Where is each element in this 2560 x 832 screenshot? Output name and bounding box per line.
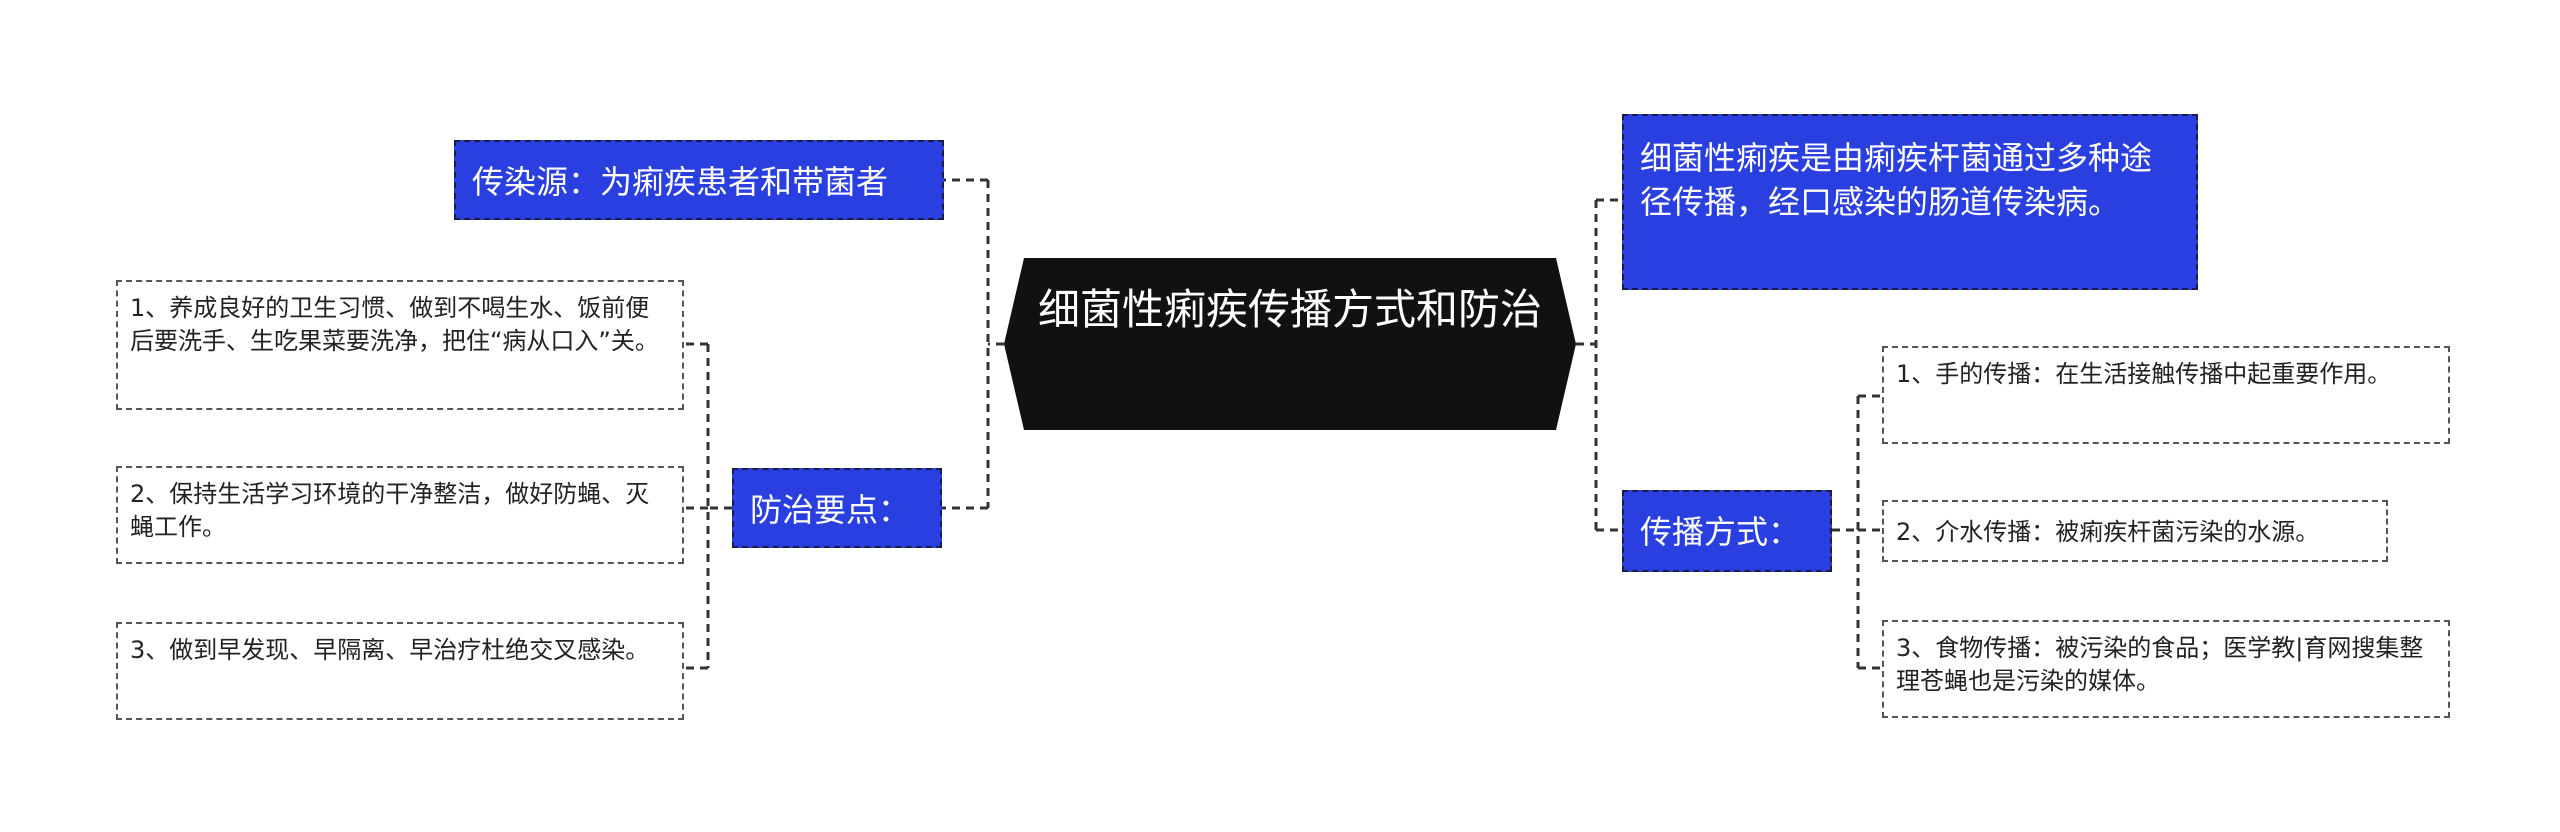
transmission-item-1: 1、手的传播：在生活接触传播中起重要作用。 xyxy=(1882,346,2450,444)
prevention-item-3: 3、做到早发现、早隔离、早治疗杜绝交叉感染。 xyxy=(116,622,684,720)
center-node-shape xyxy=(1004,258,1576,430)
transmission-node: 传播方式： xyxy=(1622,490,1832,572)
prevention-node: 防治要点： xyxy=(732,468,942,548)
prevention-item-2: 2、保持生活学习环境的干净整洁，做好防蝇、灭蝇工作。 xyxy=(116,466,684,564)
definition-node: 细菌性痢疾是由痢疾杆菌通过多种途径传播，经口感染的肠道传染病。 xyxy=(1622,114,2198,290)
source-node: 传染源：为痢疾患者和带菌者 xyxy=(454,140,944,220)
center-title: 细菌性痢疾传播方式和防治 xyxy=(1037,285,1542,334)
prevention-item-1: 1、养成良好的卫生习惯、做到不喝生水、饭前便后要洗手、生吃果菜要洗净，把住“病从… xyxy=(116,280,684,410)
transmission-item-2: 2、介水传播：被痢疾杆菌污染的水源。 xyxy=(1882,500,2388,562)
transmission-item-3: 3、食物传播：被污染的食品；医学教|育网搜集整理苍蝇也是污染的媒体。 xyxy=(1882,620,2450,718)
